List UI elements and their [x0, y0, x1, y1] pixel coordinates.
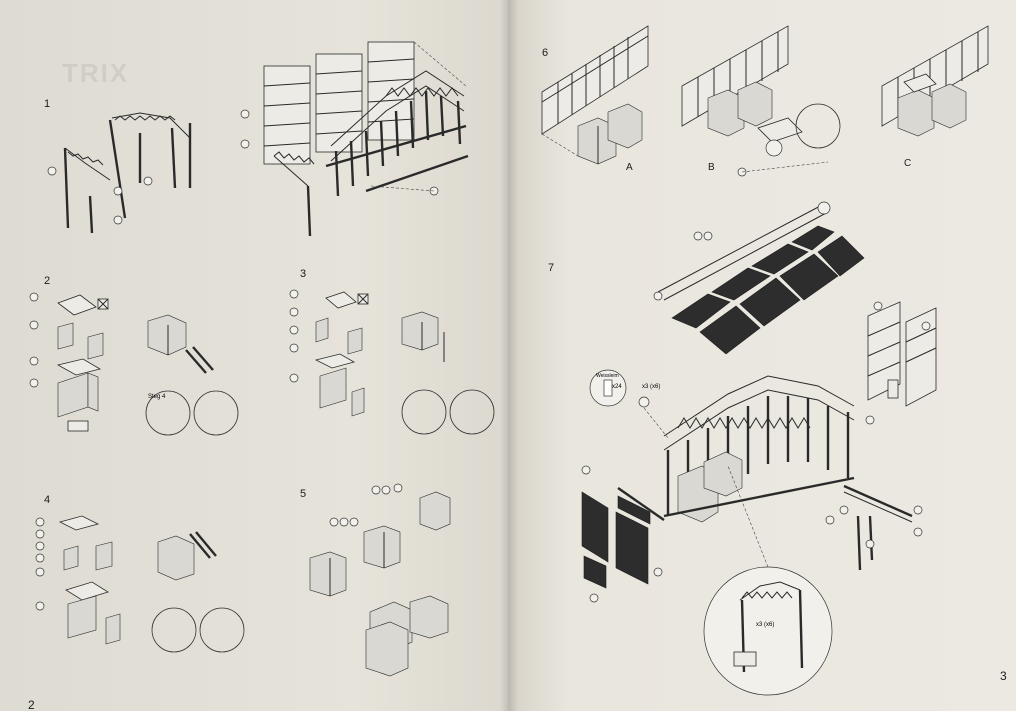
- left-page: TRIX 1 2 3 4 5 2: [0, 0, 508, 711]
- step-number-6: 6: [542, 47, 549, 59]
- step-6-variant-b: [681, 25, 841, 177]
- step-4-building-diagram: [35, 515, 245, 653]
- variant-label-c: C: [904, 158, 912, 169]
- step-7-hall-frame: [663, 375, 855, 523]
- step-number-3: 3: [300, 268, 307, 280]
- step-number-2: 2: [44, 275, 51, 287]
- step-5-building-diagram: [309, 483, 451, 677]
- step-2-callout-text: Steg 4: [148, 394, 166, 400]
- step-2-building-diagram: [29, 292, 239, 436]
- step-7-end-walls: [865, 301, 937, 425]
- step-7-rails: [825, 484, 923, 571]
- step-1-trusses-diagram: [47, 112, 192, 234]
- page-number-right: 3: [1000, 669, 1007, 683]
- glue-count: x24: [612, 384, 622, 390]
- step-7-doors: [581, 465, 665, 603]
- step-1-frame-assembly: [240, 41, 469, 237]
- step-6-variant-c: [881, 25, 989, 137]
- glue-bottle-callout: [589, 369, 669, 439]
- step-number-7: 7: [548, 262, 555, 274]
- qty-label: x3 (x6): [642, 384, 661, 390]
- variant-label-b: B: [708, 162, 715, 173]
- step-7-detail-magnifier: [703, 465, 833, 696]
- glue-label: Weissleim: [596, 373, 619, 379]
- wall-panels: [263, 41, 415, 165]
- step-number-5: 5: [300, 488, 307, 500]
- book-spine-shadow: [500, 0, 518, 711]
- step-3-building-diagram: [289, 289, 495, 435]
- roof-panels: [671, 225, 865, 355]
- detail-qty-label: x3 (x6): [756, 622, 775, 628]
- step-7-roof-assembly: [653, 201, 865, 355]
- step-number-1: 1: [44, 98, 51, 110]
- step-number-4: 4: [44, 494, 51, 506]
- watermark-logo: TRIX: [62, 58, 130, 88]
- variant-label-a: A: [626, 162, 633, 173]
- truss-row: [325, 70, 469, 197]
- step-6-variant-a: [541, 25, 649, 165]
- page-number-left: 2: [28, 698, 35, 711]
- right-page: 6 7 A B C 3: [508, 0, 1016, 711]
